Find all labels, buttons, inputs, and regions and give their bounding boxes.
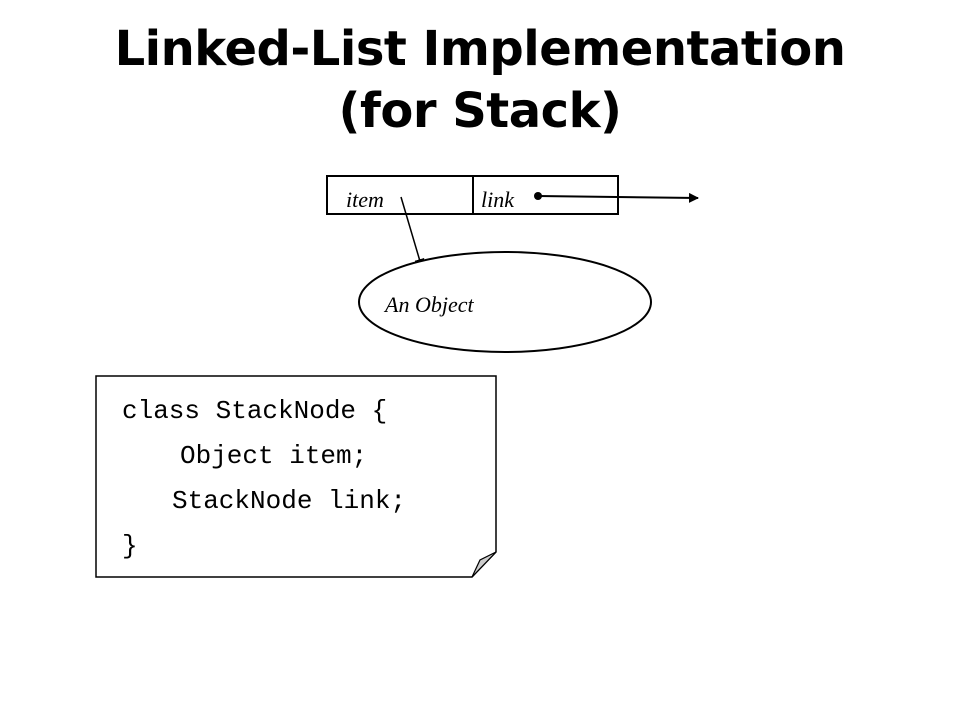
object-node: An Object bbox=[358, 251, 652, 353]
code-line-1: class StackNode { bbox=[122, 396, 387, 426]
item-label: item bbox=[346, 187, 384, 212]
object-label: An Object bbox=[383, 292, 474, 317]
item-cell bbox=[326, 175, 474, 215]
item-arrow bbox=[400, 196, 425, 269]
link-cell bbox=[472, 175, 619, 215]
code-line-2: Object item; bbox=[180, 441, 367, 471]
slide-title: Linked-List Implementation (for Stack) bbox=[0, 18, 960, 142]
title-line-1: Linked-List Implementation bbox=[114, 21, 846, 77]
title-line-2: (for Stack) bbox=[338, 83, 622, 139]
code-note: class StackNode { Object item; StackNode… bbox=[95, 375, 497, 578]
stack-node: item link bbox=[326, 175, 619, 215]
code-line-4: } bbox=[122, 531, 138, 561]
note-fold bbox=[471, 551, 497, 578]
link-label: link bbox=[481, 187, 515, 212]
link-arrow bbox=[537, 192, 699, 203]
code-line-3: StackNode link; bbox=[172, 486, 406, 516]
object-ellipse bbox=[358, 251, 652, 353]
